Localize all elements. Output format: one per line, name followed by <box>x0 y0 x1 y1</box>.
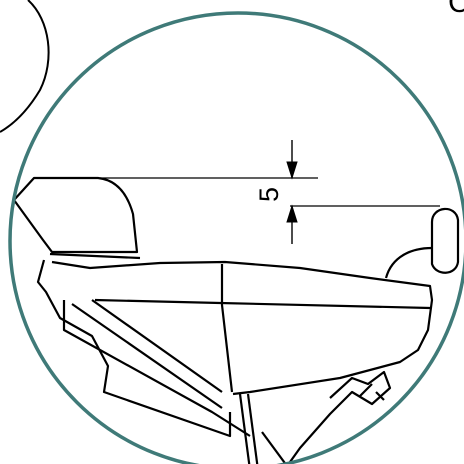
left-upper-block <box>12 176 139 254</box>
main-body-outline <box>51 260 434 396</box>
left-hull-diagonal <box>91 299 223 393</box>
right-clip-detail <box>359 383 385 401</box>
detail-view-contents <box>12 176 460 464</box>
keel-line-2 <box>246 393 260 464</box>
left-lower-bracket <box>36 259 232 438</box>
keel-line-1 <box>238 393 252 464</box>
detail-circle <box>8 11 464 464</box>
left-hull-inner <box>71 303 223 409</box>
right-knob <box>430 207 460 274</box>
body-vertical-divider <box>220 264 234 393</box>
right-clip-bracket <box>289 370 392 463</box>
right-knob-stem <box>384 246 433 279</box>
dimension-label: 5 <box>254 187 284 202</box>
outer-reference-arc <box>0 0 50 133</box>
corner-letter: C <box>448 0 464 19</box>
keel-line-3 <box>261 431 291 464</box>
dimension-label-group: 5 <box>254 187 284 202</box>
left-hull-wedge <box>62 300 251 437</box>
dimension-arrows <box>286 140 298 244</box>
left-block-base-line <box>49 252 141 260</box>
deck-line <box>94 298 431 310</box>
